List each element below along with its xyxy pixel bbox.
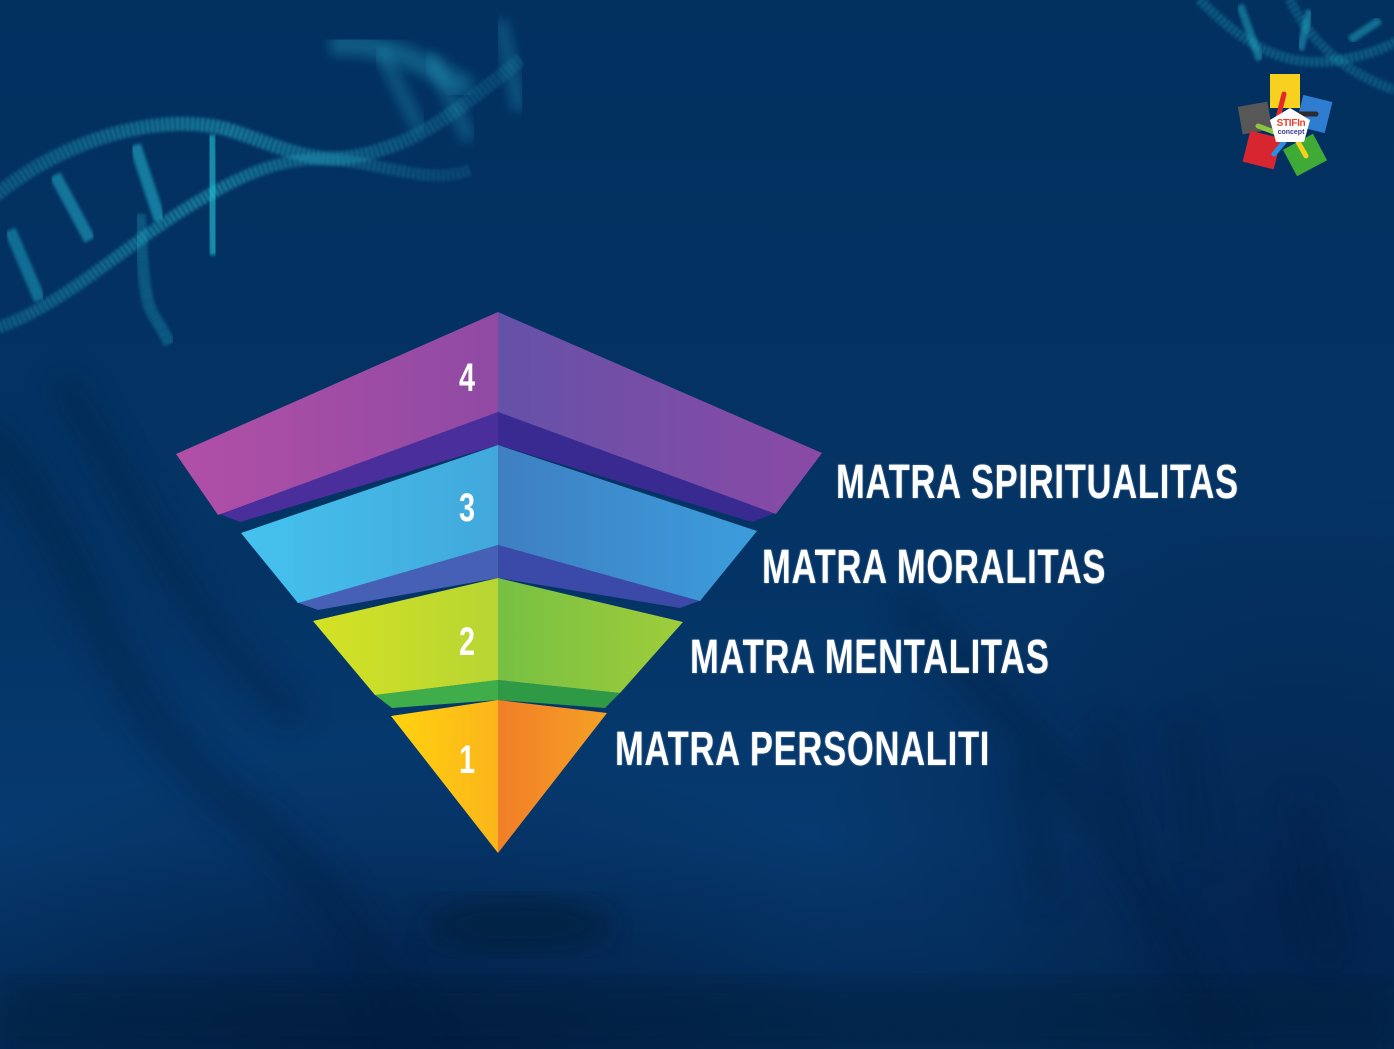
layer-4-number: 4 — [458, 356, 476, 400]
pyramid-layer-3 — [241, 445, 757, 610]
logo-red-square — [1242, 130, 1282, 170]
label-matra-moralitas: MATRA MORALITAS — [762, 541, 1107, 594]
logo-text-concept: concept — [1277, 129, 1305, 136]
logo-text-stifin: STIFIn — [1276, 118, 1306, 129]
dna-top-right — [1196, 0, 1394, 95]
pyramid-shadow — [425, 897, 615, 953]
layer-1-number: 1 — [458, 738, 476, 782]
dna-top-left — [0, 18, 527, 348]
label-matra-mentalitas: MATRA MENTALITAS — [690, 631, 1050, 684]
pyramid-layer-2 — [313, 578, 683, 708]
pyramid-layer-1 — [391, 700, 607, 853]
layer-2-number: 2 — [458, 620, 476, 664]
layer-3-number: 3 — [458, 486, 476, 530]
label-matra-personaliti: MATRA PERSONALITI — [615, 723, 991, 776]
label-matra-spiritualitas: MATRA SPIRITUALITAS — [836, 456, 1239, 509]
logo-yellow-square — [1270, 74, 1300, 108]
stifin-concept-logo: STIFIn concept — [1234, 72, 1346, 180]
pyramid-layer-4 — [176, 312, 822, 522]
